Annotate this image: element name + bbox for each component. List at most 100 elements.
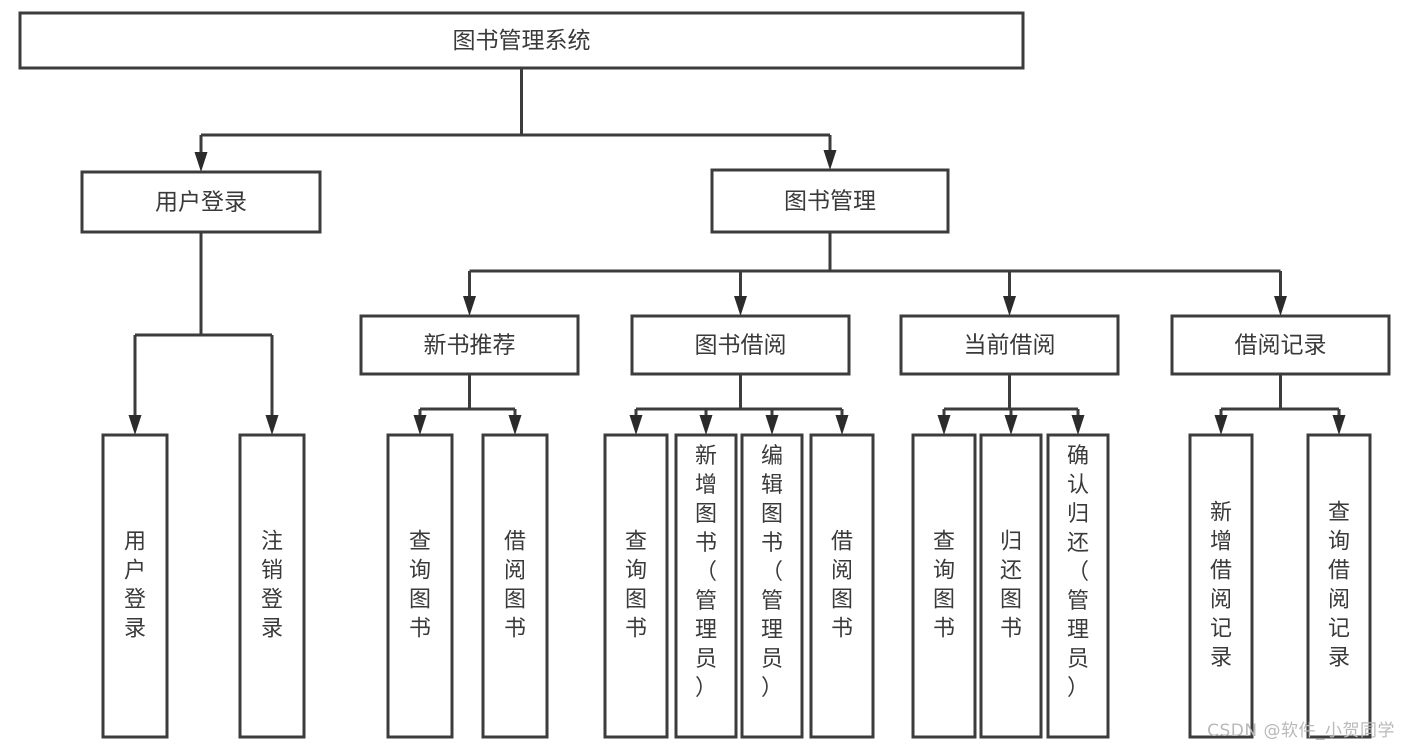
node-label-char: 管 [761,589,783,614]
arrow-head-icon [734,296,747,316]
node-label-char: 编 [761,444,783,469]
node-label-char: 图 [831,588,853,613]
node-label-char: 书 [409,617,431,642]
node-box [80,170,322,234]
node-label: 当前借阅 [964,333,1056,359]
node-book-manage[interactable]: 图书管理 [710,168,950,234]
arrow-head-icon [463,296,476,316]
node-current-borrow[interactable]: 当前借阅 [899,314,1120,376]
node-label-char: 查 [409,530,431,555]
arrow-head-icon [765,415,779,435]
node-label-char: 书 [1000,617,1022,642]
node-label-char: ） [761,676,783,701]
arrow-head-icon [835,415,849,435]
arrow-head-icon [629,415,643,435]
arrow-head-icon [1332,415,1346,435]
node-box [359,314,580,376]
node-book-borrow[interactable]: 图书借阅 [630,314,851,376]
node-label-char: 借 [831,530,853,555]
node-box [386,433,454,739]
node-box [18,11,1025,70]
node-label-char: 询 [409,559,431,584]
node-box [911,433,977,739]
node-root[interactable]: 图书管理系统 [18,11,1025,70]
node-box [481,433,549,739]
node-label-char: 记 [1328,617,1350,642]
node-new-book-rec[interactable]: 新书推荐 [359,314,580,376]
node-box [740,433,804,739]
watermark-text: CSDN @软件_小贺同学 [1207,721,1395,741]
node-label-char: 查 [1328,501,1350,526]
node-label: 图书管理系统 [453,28,591,54]
arrow-head-icon [1214,415,1228,435]
arrow-head-icon [194,152,208,172]
node-label-char: 新 [695,444,717,469]
node-label-char: 管 [695,589,717,614]
connector-layer [128,68,1346,435]
node-label-char: 注 [261,530,283,555]
node-label-char: 还 [1067,531,1089,556]
node-label-char: 书 [933,617,955,642]
node-box [979,433,1043,739]
node-box [630,314,851,376]
node-label-char: 阅 [504,559,526,584]
node-label-char: 查 [625,530,647,555]
node-label: 新书推荐 [424,333,516,359]
node-label-char: 书 [625,617,647,642]
node-label: 图书管理 [784,189,876,215]
arrow-head-icon [1274,296,1287,316]
node-label-char: 登 [124,588,146,613]
edge-group-new-book-rec [413,374,522,435]
arrow-head-icon [1004,415,1018,435]
node-label-char: 阅 [1210,588,1232,613]
node-label-char: （ [695,560,717,585]
node-label-char: 图 [409,588,431,613]
node-box [1306,433,1372,739]
node-label-char: 书 [504,617,526,642]
edge-group-book-manage [463,232,1287,316]
node-label-char: 新 [1210,501,1232,526]
node-label-char: 管 [1067,589,1089,614]
node-box [238,433,306,739]
node-label: 用户登录 [155,190,247,216]
node-label-char: 借 [1210,559,1232,584]
node-box [1188,433,1254,739]
node-box [603,433,669,739]
node-leaf-user-login[interactable]: 用户登录 [101,433,169,739]
node-box [710,168,950,234]
node-user-login[interactable]: 用户登录 [80,170,322,234]
edge-group-borrow-record [1214,374,1346,435]
node-label-char: 书 [831,617,853,642]
node-label-char: 录 [1328,646,1350,671]
node-label-char: 询 [933,559,955,584]
node-label-char: 记 [1210,617,1232,642]
node-label-char: 借 [1328,559,1350,584]
node-label-char: 户 [124,559,146,584]
arrow-head-icon [128,415,142,435]
edge-group-user-login [128,232,279,435]
node-borrow-record[interactable]: 借阅记录 [1170,314,1391,376]
node-label-char: 询 [1328,530,1350,555]
node-label-char: （ [761,560,783,585]
node-label-char: ） [695,676,717,701]
node-label-char: 查 [933,530,955,555]
node-label-char: 书 [695,531,717,556]
arrow-head-icon [413,415,427,435]
node-box [101,433,169,739]
node-layer: 图书管理系统用户登录图书管理新书推荐图书借阅当前借阅借阅记录用户登录注销登录查询… [18,11,1391,739]
node-label: 图书借阅 [695,333,787,359]
